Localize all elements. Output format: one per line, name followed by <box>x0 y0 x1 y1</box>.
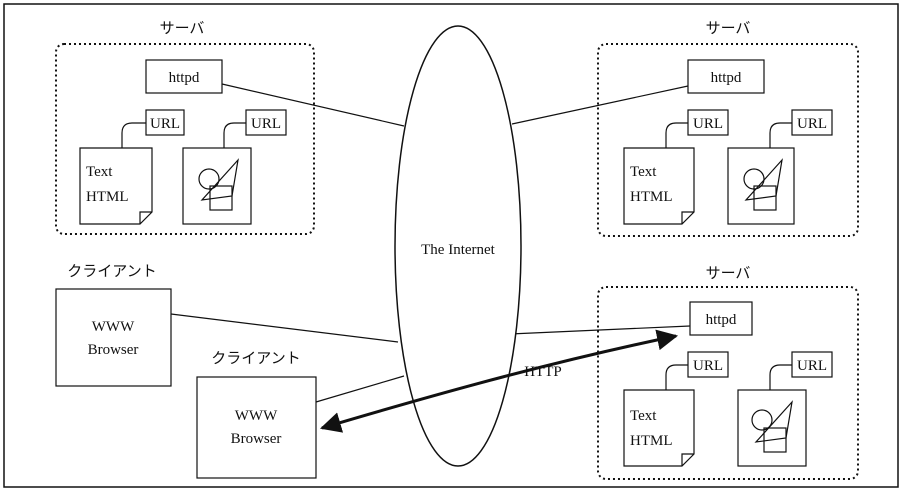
url-connector <box>121 122 146 148</box>
http-arrow <box>319 329 679 433</box>
server-title: サーバ <box>706 19 751 37</box>
url-connector <box>665 122 688 148</box>
document-page-icon <box>623 147 695 225</box>
client-left: クライアント WWW Browser <box>55 262 172 387</box>
client-center: クライアント WWW Browser <box>196 349 317 479</box>
document-page-icon <box>79 147 153 225</box>
client-www-label: WWW <box>92 319 135 335</box>
url-connector <box>223 122 246 148</box>
doc-html-label: HTML <box>86 189 129 205</box>
server-boundary <box>597 43 859 237</box>
client-www-label: WWW <box>235 408 278 424</box>
outer-frame <box>3 3 899 488</box>
doc-html-label: HTML <box>630 433 673 449</box>
link-internet-server2 <box>511 85 689 125</box>
url-tag <box>145 109 185 136</box>
client-title: クライアント <box>211 349 300 367</box>
url-tag <box>791 351 833 378</box>
url-connector <box>665 364 688 390</box>
url-label: URL <box>150 116 180 132</box>
httpd-label: httpd <box>169 70 200 86</box>
document-page-icon <box>623 389 695 467</box>
link-internet-server3 <box>509 325 691 335</box>
link-server1-internet <box>221 83 405 127</box>
image-file-icon <box>737 389 807 467</box>
url-tag <box>245 109 287 136</box>
doc-text-label: Text <box>630 408 657 424</box>
httpd-label: httpd <box>711 70 742 86</box>
server-top-right: サーバ httpd URL URL Text HTML <box>597 19 859 237</box>
url-connector <box>769 364 792 390</box>
doc-text-label: Text <box>86 164 113 180</box>
client-box <box>55 288 172 387</box>
httpd-label: httpd <box>706 312 737 328</box>
client-browser-label: Browser <box>88 342 139 358</box>
http-label: HTTP <box>524 364 562 380</box>
url-tag <box>687 109 729 136</box>
url-label: URL <box>251 116 281 132</box>
url-connector <box>769 122 792 148</box>
image-file-icon <box>182 147 252 225</box>
internet-label: The Internet <box>421 242 496 258</box>
url-label: URL <box>693 358 723 374</box>
server-boundary <box>55 43 315 235</box>
client-title: クライアント <box>67 262 156 280</box>
url-label: URL <box>797 358 827 374</box>
httpd-box <box>689 301 753 336</box>
link-client2-internet <box>315 375 405 403</box>
doc-text-label: Text <box>630 164 657 180</box>
url-tag <box>687 351 729 378</box>
url-label: URL <box>693 116 723 132</box>
server-title: サーバ <box>160 19 205 37</box>
client-browser-label: Browser <box>231 431 282 447</box>
server-title: サーバ <box>706 264 751 282</box>
server-bottom-right: サーバ httpd URL URL Text HTML <box>597 264 859 480</box>
httpd-box <box>687 59 765 94</box>
link-client1-internet <box>170 313 399 343</box>
doc-html-label: HTML <box>630 189 673 205</box>
url-tag <box>791 109 833 136</box>
server-boundary <box>597 286 859 480</box>
client-box <box>196 376 317 479</box>
image-file-icon <box>727 147 795 225</box>
url-label: URL <box>797 116 827 132</box>
httpd-box <box>145 59 223 94</box>
server-top-left: サーバ httpd URL URL Text HTML <box>55 19 315 235</box>
